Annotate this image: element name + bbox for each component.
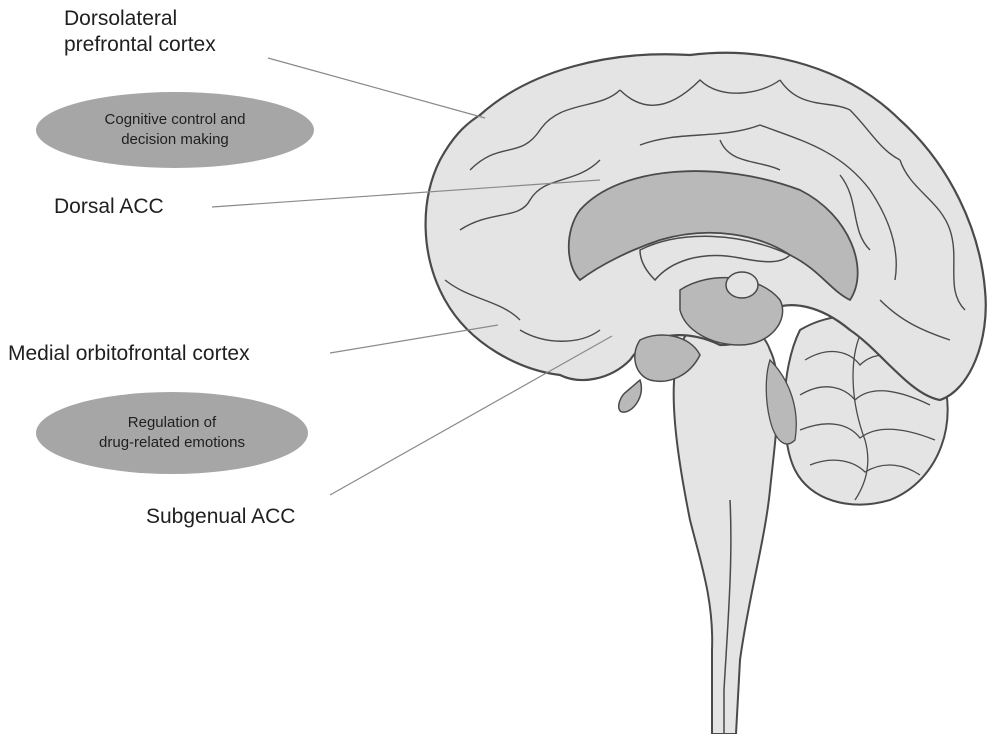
label-dorsolateral-prefrontal-cortex: Dorsolateral prefrontal cortex <box>64 6 216 58</box>
label-dlpfc-line1: Dorsolateral <box>64 6 216 32</box>
label-dorsal-acc: Dorsal ACC <box>54 194 164 220</box>
label-subgenual-acc: Subgenual ACC <box>146 504 295 530</box>
interthalamic-adhesion <box>726 272 758 298</box>
oval-regulation-line2: drug-related emotions <box>99 433 245 453</box>
pituitary <box>619 380 642 412</box>
oval-cognitive-line1: Cognitive control and <box>105 110 246 130</box>
leader-medial-ofc <box>330 325 498 353</box>
oval-cognitive-control: Cognitive control and decision making <box>36 92 314 168</box>
oval-regulation-emotions: Regulation of drug-related emotions <box>36 392 308 474</box>
label-medial-orbitofrontal-cortex: Medial orbitofrontal cortex <box>8 341 250 367</box>
label-dlpfc-line2: prefrontal cortex <box>64 32 216 58</box>
oval-cognitive-line2: decision making <box>105 130 246 150</box>
leader-subgenual-acc <box>330 336 612 495</box>
oval-regulation-line1: Regulation of <box>99 413 245 433</box>
leader-dlpfc <box>268 58 485 118</box>
